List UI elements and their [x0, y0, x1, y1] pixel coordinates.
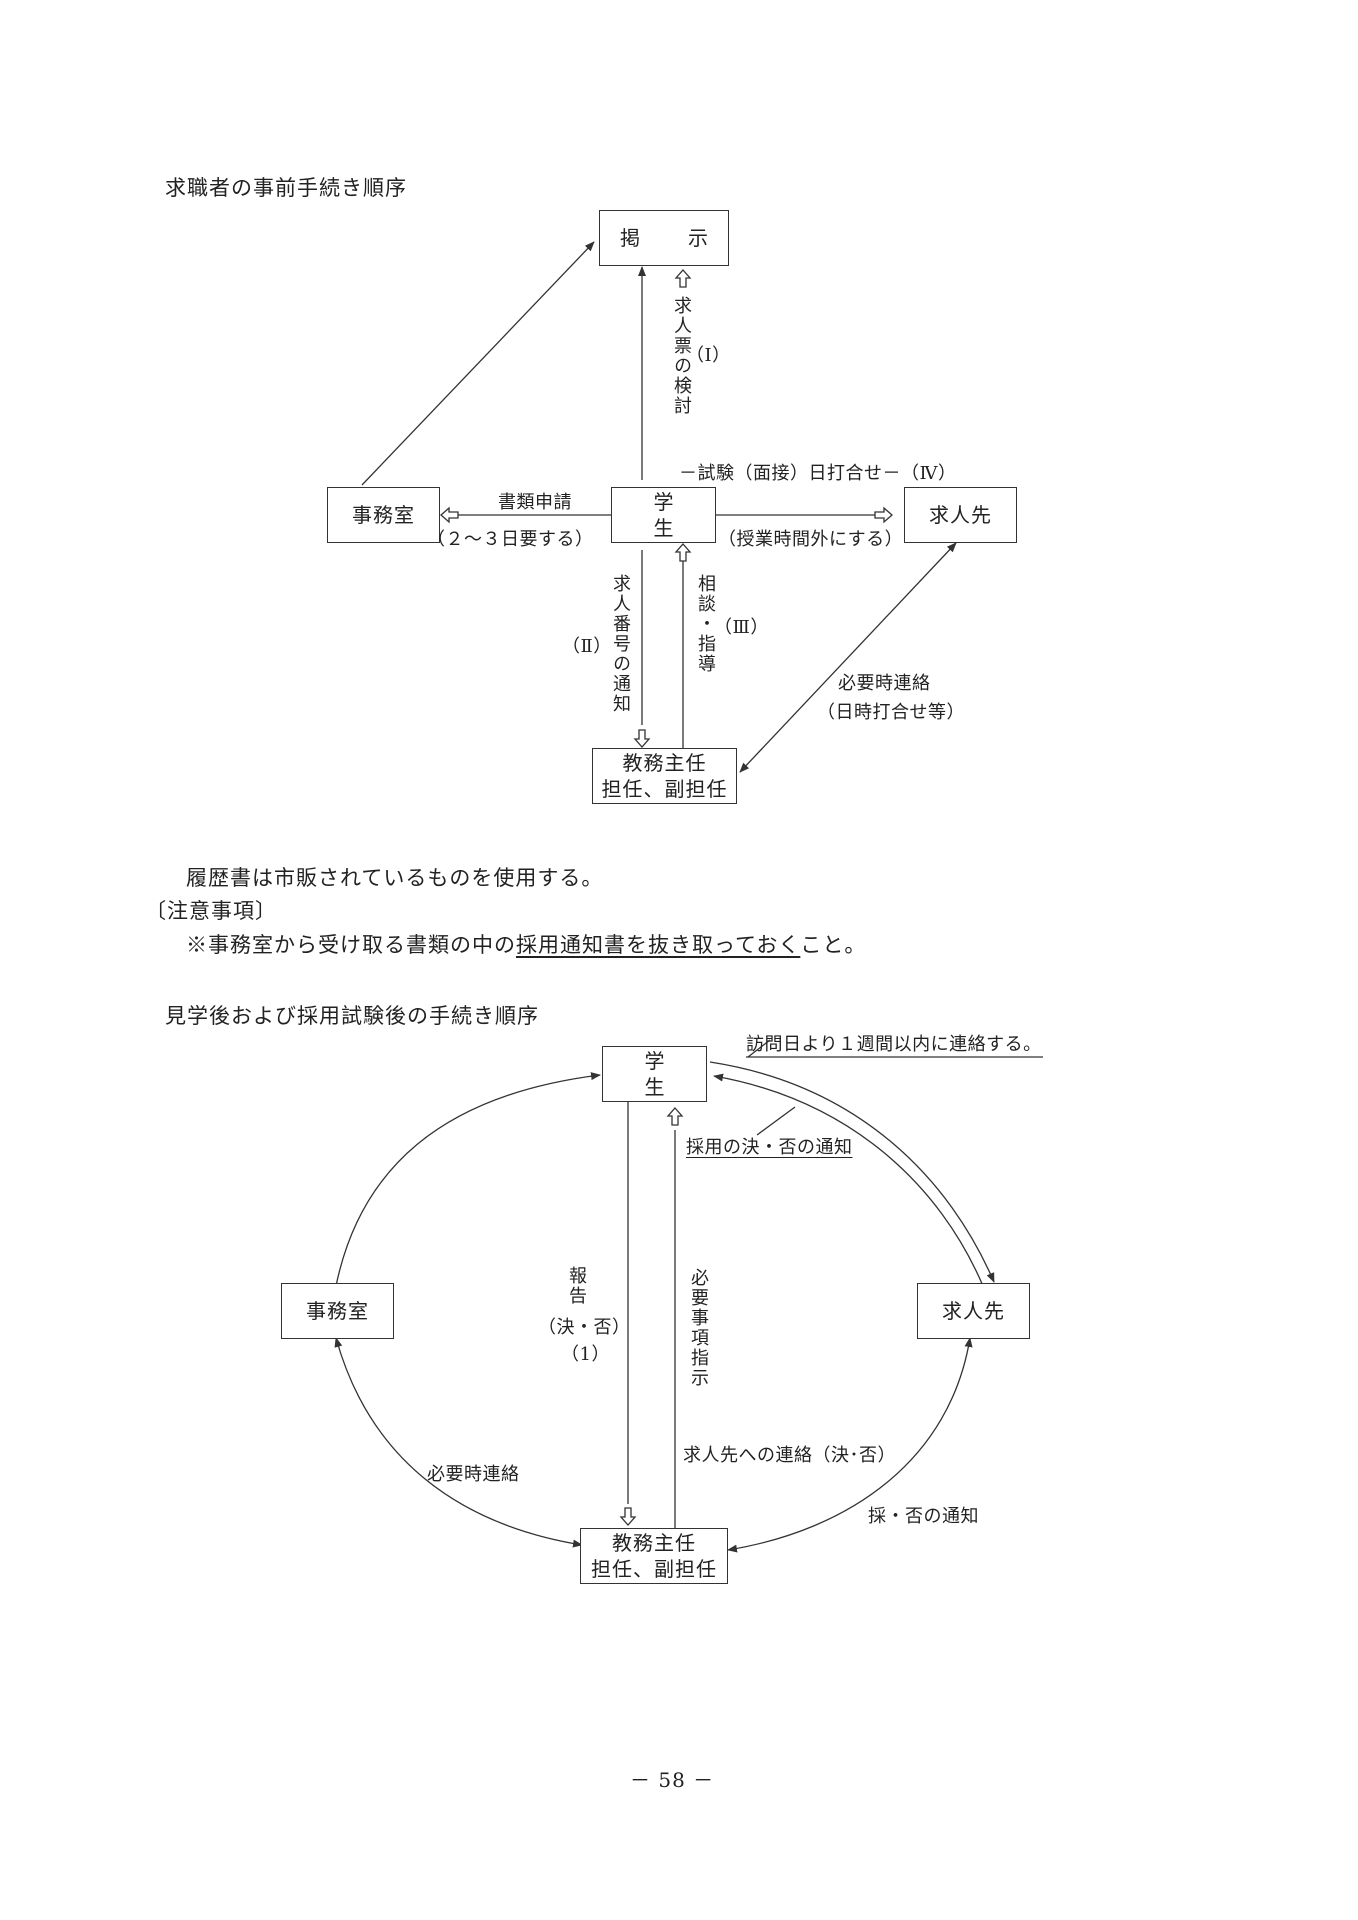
node-kyujinsaki: 求人先 [904, 487, 1017, 543]
node-keiji: 掲 示 [599, 210, 729, 266]
hollow-arrow-right-kyujinsaki [874, 507, 893, 523]
label-saiyo: 採用の決・否の通知 [686, 1137, 853, 1158]
arc-jimushitsu-to-gakusei [335, 1072, 601, 1287]
hollow-arrow-up-gakusei-2 [667, 1107, 683, 1126]
node2-jimushitsu: 事務室 [281, 1283, 394, 1339]
label-hitsuyo1: 必要時連絡 [838, 673, 931, 694]
label-sodan: 相談・指導 [695, 574, 716, 674]
label-jugyo: （授業時間外にする） [718, 529, 904, 550]
label-hitsuyo-renraku: 必要時連絡 [427, 1464, 520, 1485]
label-hitsuyo-jiko: 必要事項指示 [688, 1268, 709, 1388]
node-gakusei: 学 生 [611, 487, 716, 543]
node2-gakusei: 学 生 [602, 1046, 707, 1102]
label-hokoku: 報告 [566, 1266, 587, 1306]
label-shorui-note: （２～３日要する） [427, 529, 594, 550]
arc-kyujinsaki-to-kyomu [727, 1337, 973, 1553]
node2-kyomu-line2: 担任、副担任 [591, 1557, 717, 1581]
note-chui: ※事務室から受け取る書類の中の採用通知書を抜き取っておくこと。 [186, 929, 866, 959]
node2-kyujinsaki: 求人先 [917, 1283, 1030, 1339]
arc-gakusei-to-kyujinsaki-outer [709, 1061, 995, 1283]
arc-kyujinsaki-to-gakusei-inner [713, 1073, 984, 1287]
label-homon: 訪問日より１週間以内に連絡する。 [746, 1034, 1042, 1055]
note-rirekisho: 履歴書は市販されているものを使用する。 [186, 866, 604, 890]
label-kettei: （決・否） [538, 1317, 631, 1338]
node-jimushitsu: 事務室 [327, 487, 440, 543]
leader-homon [747, 1039, 771, 1058]
node2-kyomu-line1: 教務主任 [612, 1531, 696, 1555]
label-kyujinhyo: 求人票の検討 [671, 296, 692, 416]
arc-jimushitsu-to-kyomu [334, 1337, 583, 1548]
hollow-arrow-up-gakusei [675, 543, 691, 562]
diagram1-heading: 求職者の事前手続き順序 [165, 176, 407, 200]
node-kyomu-line1: 教務主任 [622, 751, 707, 775]
node-kyomu-line2: 担任、副担任 [601, 777, 728, 801]
note-chui-underlined: 採用通知書を抜き取っておく [516, 933, 801, 957]
label-shorui: 書類申請 [498, 492, 572, 513]
hollow-arrow-up-keiji [675, 269, 691, 288]
label-bango-num: （Ⅱ） [562, 636, 612, 657]
line-jimushitsu-to-keiji [361, 241, 595, 486]
hollow-arrow-left-jimushitsu [440, 507, 459, 523]
label-renraku-kyujin: 求人先への連絡（決･否） [683, 1445, 896, 1466]
node-kyomu: 教務主任 担任、副担任 [592, 748, 737, 804]
label-num1: （1） [561, 1344, 610, 1365]
label-bango: 求人番号の通知 [610, 574, 631, 714]
note-chui-pre: ※事務室から受け取る書類の中の [186, 933, 516, 957]
node2-kyomu: 教務主任 担任、副担任 [580, 1528, 728, 1584]
label-shiken: －試験（面接）日打合せ－（Ⅳ） [679, 463, 957, 484]
note-chui-post: こと。 [800, 933, 867, 957]
leader-saiyo [756, 1106, 796, 1136]
label-kyujinhyo-num: （Ⅰ） [686, 345, 731, 366]
label-hitsuyo2: （日時打合せ等） [817, 702, 965, 723]
note-chui-title: 〔注意事項〕 [145, 899, 277, 923]
label-sodan-num: （Ⅲ） [714, 617, 769, 638]
label-sai-hi: 採・否の通知 [868, 1506, 979, 1527]
hollow-arrow-down-kyomu [634, 729, 650, 748]
page-number: － 58 － [630, 1768, 715, 1792]
line-kyujinsaki-kyomu [739, 542, 957, 773]
diagram2-heading: 見学後および採用試験後の手続き順序 [165, 1004, 539, 1028]
hollow-arrow-down-kyomu-2 [620, 1507, 636, 1526]
